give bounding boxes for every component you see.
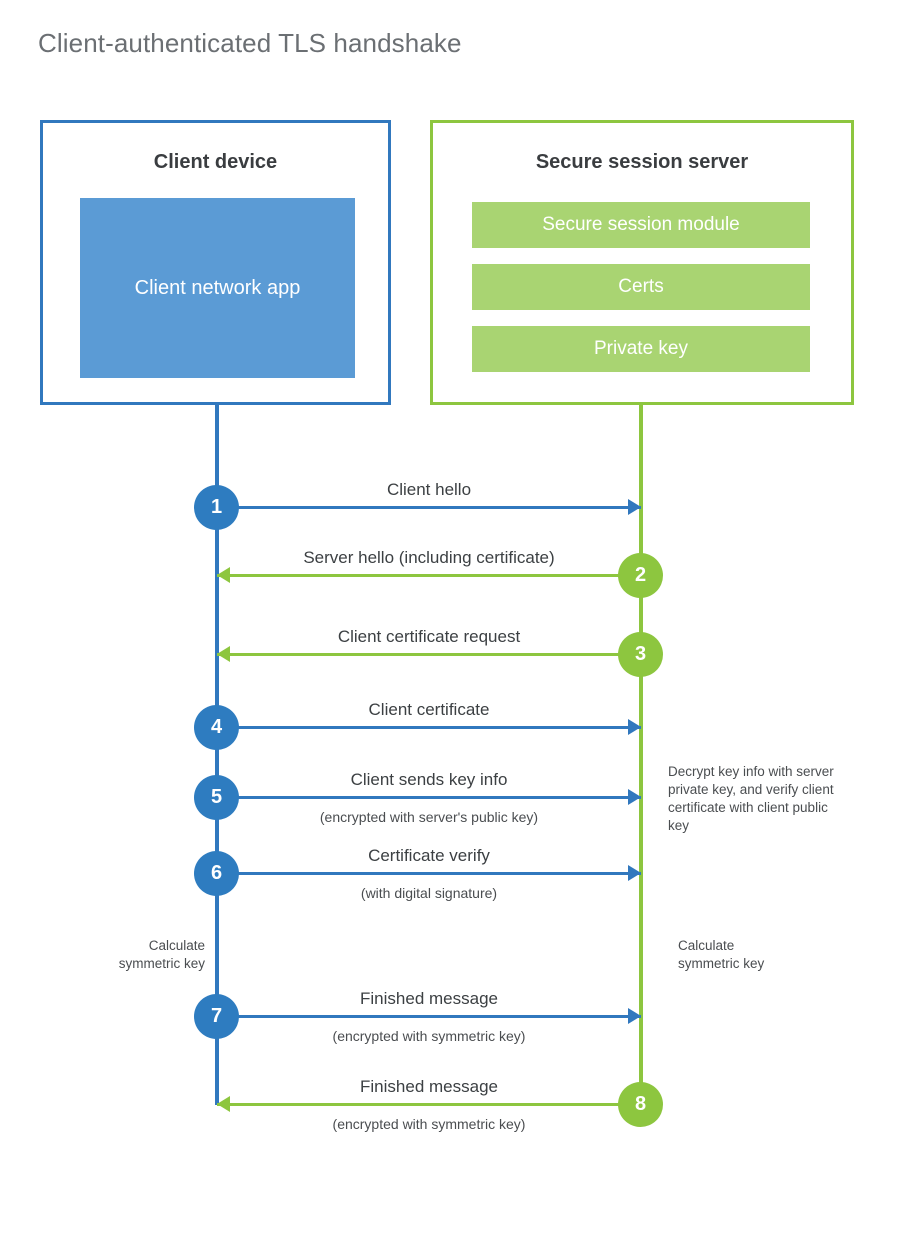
server-module-secure-session-module: Secure session module <box>472 202 810 248</box>
secure-session-server-title: Secure session server <box>535 151 749 173</box>
secure-session-server-box: Secure session server Secure session mod… <box>430 120 854 405</box>
client-network-app-block: Client network app <box>80 198 355 378</box>
message-label-1: Client hello <box>386 480 472 499</box>
message-line-6 <box>217 872 641 875</box>
arrow-head-left-8 <box>217 1096 230 1112</box>
message-line-7 <box>217 1015 641 1018</box>
message-line-3 <box>217 653 641 656</box>
step-circle-8[interactable]: 8 <box>618 1082 663 1127</box>
arrow-head-right-1 <box>628 499 641 515</box>
server-module-private-key: Private key <box>472 326 810 372</box>
step-circle-1[interactable]: 1 <box>194 485 239 530</box>
step-circle-5[interactable]: 5 <box>194 775 239 820</box>
message-line-5 <box>217 796 641 799</box>
server-lifeline <box>639 405 643 1105</box>
message-line-8 <box>217 1103 641 1106</box>
message-label-8: Finished message <box>360 1077 498 1096</box>
message-sublabel-7: (encrypted with symmetric key) <box>332 1028 526 1044</box>
message-label-5: Client sends key info <box>350 770 508 789</box>
message-label-4: Client certificate <box>368 700 490 719</box>
client-device-title: Client device <box>153 151 278 173</box>
message-sublabel-5: (encrypted with server's public key) <box>319 809 539 825</box>
message-label-7: Finished message <box>360 989 498 1008</box>
note-server-decrypt-key-info: Decrypt key info with server private key… <box>668 764 834 833</box>
arrow-head-left-3 <box>217 646 230 662</box>
client-lifeline <box>215 405 219 1105</box>
message-line-1 <box>217 506 641 509</box>
arrow-head-right-5 <box>628 789 641 805</box>
arrow-head-right-4 <box>628 719 641 735</box>
note-server-calculate-symmetric-key: Calculate symmetric key <box>678 938 765 971</box>
message-sublabel-8: (encrypted with symmetric key) <box>332 1116 526 1132</box>
step-circle-2[interactable]: 2 <box>618 553 663 598</box>
message-line-4 <box>217 726 641 729</box>
step-circle-3[interactable]: 3 <box>618 632 663 677</box>
note-client-calculate-symmetric-key: Calculate symmetric key <box>118 938 205 971</box>
step-circle-4[interactable]: 4 <box>194 705 239 750</box>
message-label-2: Server hello (including certificate) <box>303 548 555 567</box>
message-label-3: Client certificate request <box>337 627 521 646</box>
server-module-certs: Certs <box>472 264 810 310</box>
step-circle-6[interactable]: 6 <box>194 851 239 896</box>
message-label-6: Certificate verify <box>368 846 490 865</box>
message-sublabel-6: (with digital signature) <box>360 885 498 901</box>
arrow-head-left-2 <box>217 567 230 583</box>
arrow-head-right-6 <box>628 865 641 881</box>
arrow-head-right-7 <box>628 1008 641 1024</box>
step-circle-7[interactable]: 7 <box>194 994 239 1039</box>
message-line-2 <box>217 574 641 577</box>
page-title: Client-authenticated TLS handshake <box>38 28 462 58</box>
client-device-box: Client device Client network app <box>40 120 391 405</box>
